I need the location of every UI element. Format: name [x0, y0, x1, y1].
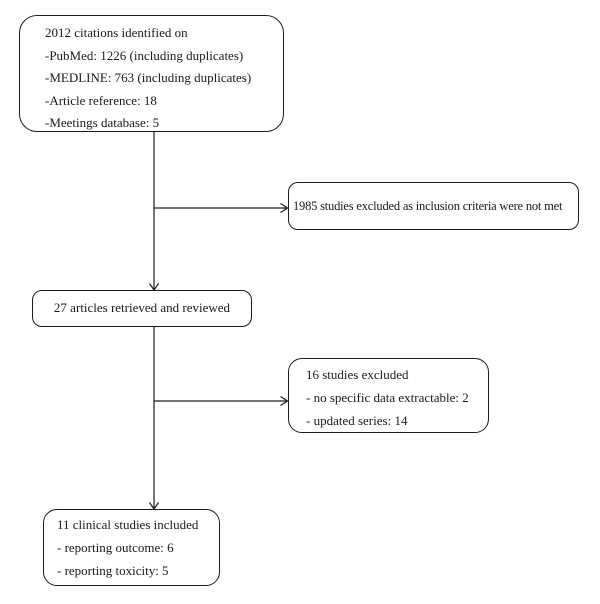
excluded-second-no-data-line: - no specific data extractable: 2: [306, 390, 469, 405]
box-citations-identified: 2012 citations identified on -PubMed: 12…: [19, 15, 284, 132]
box-studies-excluded-criteria: 1985 studies excluded as inclusion crite…: [288, 182, 579, 230]
box-clinical-studies-included: 11 clinical studies included - reporting…: [43, 509, 220, 586]
citations-total-line: 2012 citations identified on: [45, 25, 188, 40]
citations-pubmed-line: -PubMed: 1226 (including duplicates): [45, 47, 244, 63]
arrowhead-right-excluded-first-icon: [280, 202, 289, 214]
included-total-line: 11 clinical studies included: [57, 517, 199, 532]
included-outcome-line: - reporting outcome: 6: [57, 540, 174, 555]
excluded-second-updated-series-line: - updated series: 14: [306, 413, 408, 428]
citations-meetings-database-line: -Meetings database: 5: [45, 115, 160, 130]
excluded-criteria-text: 1985 studies excluded as inclusion crite…: [293, 198, 563, 213]
included-toxicity-line: - reporting toxicity: 5: [57, 563, 169, 578]
citations-article-reference-line: -Article reference: 18: [45, 92, 157, 108]
excluded-second-total-line: 16 studies excluded: [306, 367, 409, 382]
box-studies-excluded-update: 16 studies excluded - no specific data e…: [288, 358, 489, 433]
articles-retrieved-text: 27 articles retrieved and reviewed: [53, 300, 231, 316]
box-articles-retrieved: 27 articles retrieved and reviewed: [32, 290, 252, 327]
arrowhead-right-excluded-second-icon: [280, 395, 289, 407]
citations-medline-line: -MEDLINE: 763 (including duplicates): [45, 70, 252, 85]
